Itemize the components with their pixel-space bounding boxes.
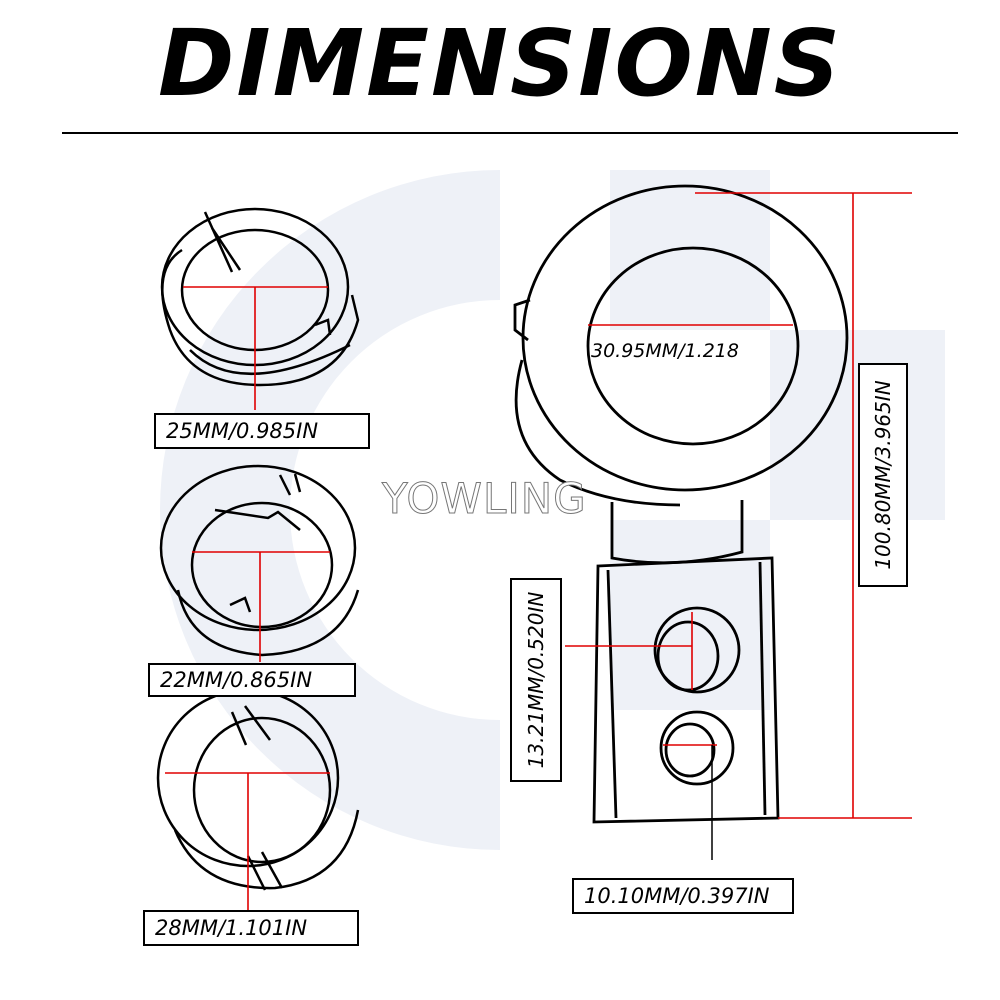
dimension-label-25mm: 25MM/0.985IN	[154, 413, 370, 449]
dimension-label-overall-height: 100.80MM/3.965IN	[858, 363, 908, 587]
dimension-label-ring-bore: 30.95MM/1.218	[591, 340, 739, 362]
dimension-label-hole-lower: 10.10MM/0.397IN	[572, 878, 794, 914]
page-title: DIMENSIONS	[158, 10, 842, 117]
adapter-28mm-dim	[165, 772, 330, 912]
overall-height-text: 100.80MM/3.965IN	[871, 380, 895, 570]
adapter-25mm-dim	[183, 286, 328, 410]
title-divider	[62, 132, 958, 134]
dimension-label-hole-upper: 13.21MM/0.520IN	[510, 578, 562, 782]
dimension-label-28mm: 28MM/1.101IN	[143, 910, 359, 946]
adapter-22mm-dim	[192, 551, 330, 662]
hole-upper-text: 13.21MM/0.520IN	[524, 591, 548, 769]
dimension-label-22mm: 22MM/0.865IN	[148, 663, 356, 697]
clamp-dims	[565, 192, 912, 819]
adapter-22mm	[159, 464, 360, 657]
watermark-text: YOWLING	[382, 474, 587, 524]
